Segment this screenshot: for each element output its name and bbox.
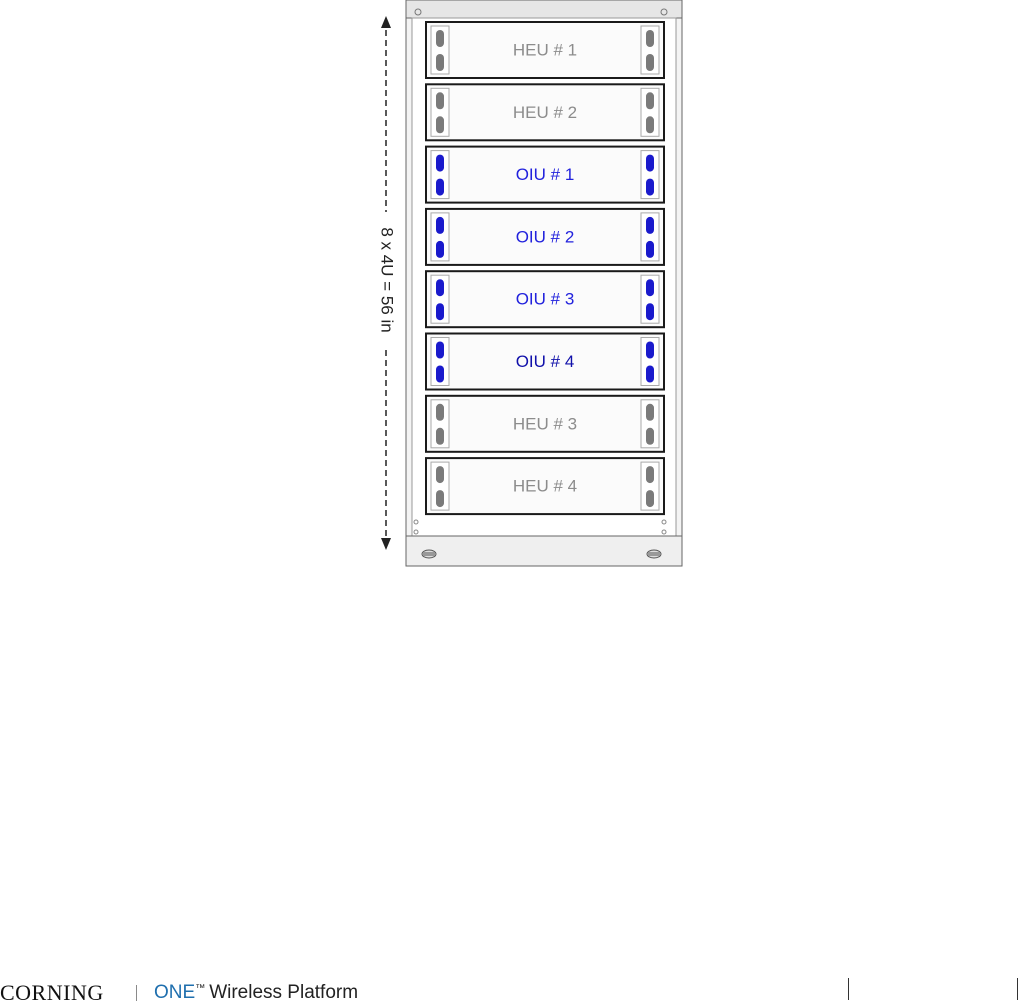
- unit-label: OIU # 4: [516, 352, 575, 371]
- corning-logo: CORNING: [0, 980, 104, 1006]
- handle-icon: [436, 54, 444, 71]
- page-footer: CORNING ONE™ Wireless Platform: [0, 978, 1020, 1008]
- handle-icon: [646, 92, 654, 109]
- handle-icon: [436, 303, 444, 320]
- rack-foot-right: [647, 550, 661, 558]
- handle-icon: [646, 279, 654, 296]
- handle-icon: [436, 404, 444, 421]
- product-one: ONE: [154, 982, 195, 1003]
- handle-icon: [436, 466, 444, 483]
- handle-icon: [646, 179, 654, 196]
- handle-icon: [646, 428, 654, 445]
- handle-icon: [646, 466, 654, 483]
- handle-icon: [646, 404, 654, 421]
- handle-icon: [646, 366, 654, 383]
- handle-icon: [436, 155, 444, 172]
- footer-divider-left: [848, 978, 849, 1000]
- handle-icon: [646, 342, 654, 359]
- rack-unit-1: HEU # 1: [426, 22, 664, 78]
- rack-unit-6: OIU # 4: [426, 334, 664, 390]
- product-rest: Wireless Platform: [209, 982, 358, 1003]
- handle-icon: [436, 116, 444, 133]
- handle-icon: [436, 428, 444, 445]
- handle-icon: [436, 179, 444, 196]
- footer-divider-right: [1017, 978, 1018, 1000]
- handle-icon: [646, 303, 654, 320]
- height-dimension: 8 x 4U = 56 in: [376, 16, 397, 550]
- handle-icon: [436, 366, 444, 383]
- handle-icon: [436, 92, 444, 109]
- handle-icon: [436, 30, 444, 47]
- handle-icon: [646, 54, 654, 71]
- handle-icon: [646, 490, 654, 507]
- arrow-down-icon: [381, 538, 391, 550]
- unit-label: HEU # 3: [513, 414, 577, 433]
- unit-label: HEU # 4: [513, 477, 577, 496]
- handle-icon: [436, 217, 444, 234]
- product-name: ONE™ Wireless Platform: [154, 982, 358, 1004]
- handle-icon: [436, 279, 444, 296]
- unit-label: HEU # 1: [513, 40, 577, 59]
- handle-icon: [436, 241, 444, 258]
- handle-icon: [646, 217, 654, 234]
- footer-separator: [136, 985, 137, 1001]
- handle-icon: [646, 241, 654, 258]
- handle-icon: [436, 490, 444, 507]
- handle-icon: [646, 30, 654, 47]
- rack-unit-7: HEU # 3: [426, 396, 664, 452]
- unit-label: OIU # 3: [516, 290, 575, 309]
- arrow-up-icon: [381, 16, 391, 28]
- rack-unit-3: OIU # 1: [426, 147, 664, 203]
- handle-icon: [436, 342, 444, 359]
- rack-unit-4: OIU # 2: [426, 209, 664, 265]
- unit-label: OIU # 2: [516, 227, 575, 246]
- unit-label: OIU # 1: [516, 165, 575, 184]
- handle-icon: [646, 116, 654, 133]
- handle-icon: [646, 155, 654, 172]
- unit-label: HEU # 2: [513, 103, 577, 122]
- rack-unit-2: HEU # 2: [426, 84, 664, 140]
- rack-diagram: HEU # 1 HEU # 2 OIU # 1 OIU # 2 OIU # 3 OIU #…: [0, 0, 1020, 600]
- rack-foot-left: [422, 550, 436, 558]
- rack-unit-8: HEU # 4: [426, 458, 664, 514]
- rack-unit-5: OIU # 3: [426, 271, 664, 327]
- height-dimension-label: 8 x 4U = 56 in: [378, 227, 397, 332]
- trademark-symbol: ™: [195, 983, 205, 994]
